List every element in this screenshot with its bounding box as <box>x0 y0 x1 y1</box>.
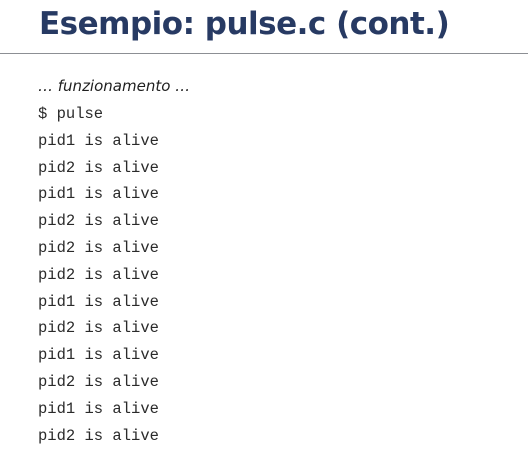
slide-title: Esempio: pulse.c (cont.) <box>39 6 450 42</box>
title-divider <box>0 53 528 54</box>
terminal-line: pid2 is alive <box>38 265 159 284</box>
terminal-line: pid1 is alive <box>38 346 159 365</box>
terminal-line: $ pulse <box>38 105 104 123</box>
terminal-line: pid2 is alive <box>38 426 159 445</box>
terminal-output: $ pulse pid1 is alive pid2 is alive pid1… <box>38 101 508 449</box>
terminal-line: pid1 is alive <box>38 131 159 150</box>
intro-text: … funzionamento … <box>38 77 191 95</box>
terminal-line: pid2 is alive <box>38 238 159 257</box>
terminal-line: pid2 is alive <box>38 158 159 177</box>
slide-content: … funzionamento … $ pulse pid1 is alive … <box>38 74 508 449</box>
terminal-line: pid1 is alive <box>38 185 159 204</box>
terminal-line: pid1 is alive <box>38 399 159 418</box>
terminal-line: pid2 is alive <box>38 319 159 338</box>
terminal-line: pid2 is alive <box>38 372 159 391</box>
terminal-line: pid1 is alive <box>38 292 159 311</box>
terminal-line: pid2 is alive <box>38 212 159 231</box>
